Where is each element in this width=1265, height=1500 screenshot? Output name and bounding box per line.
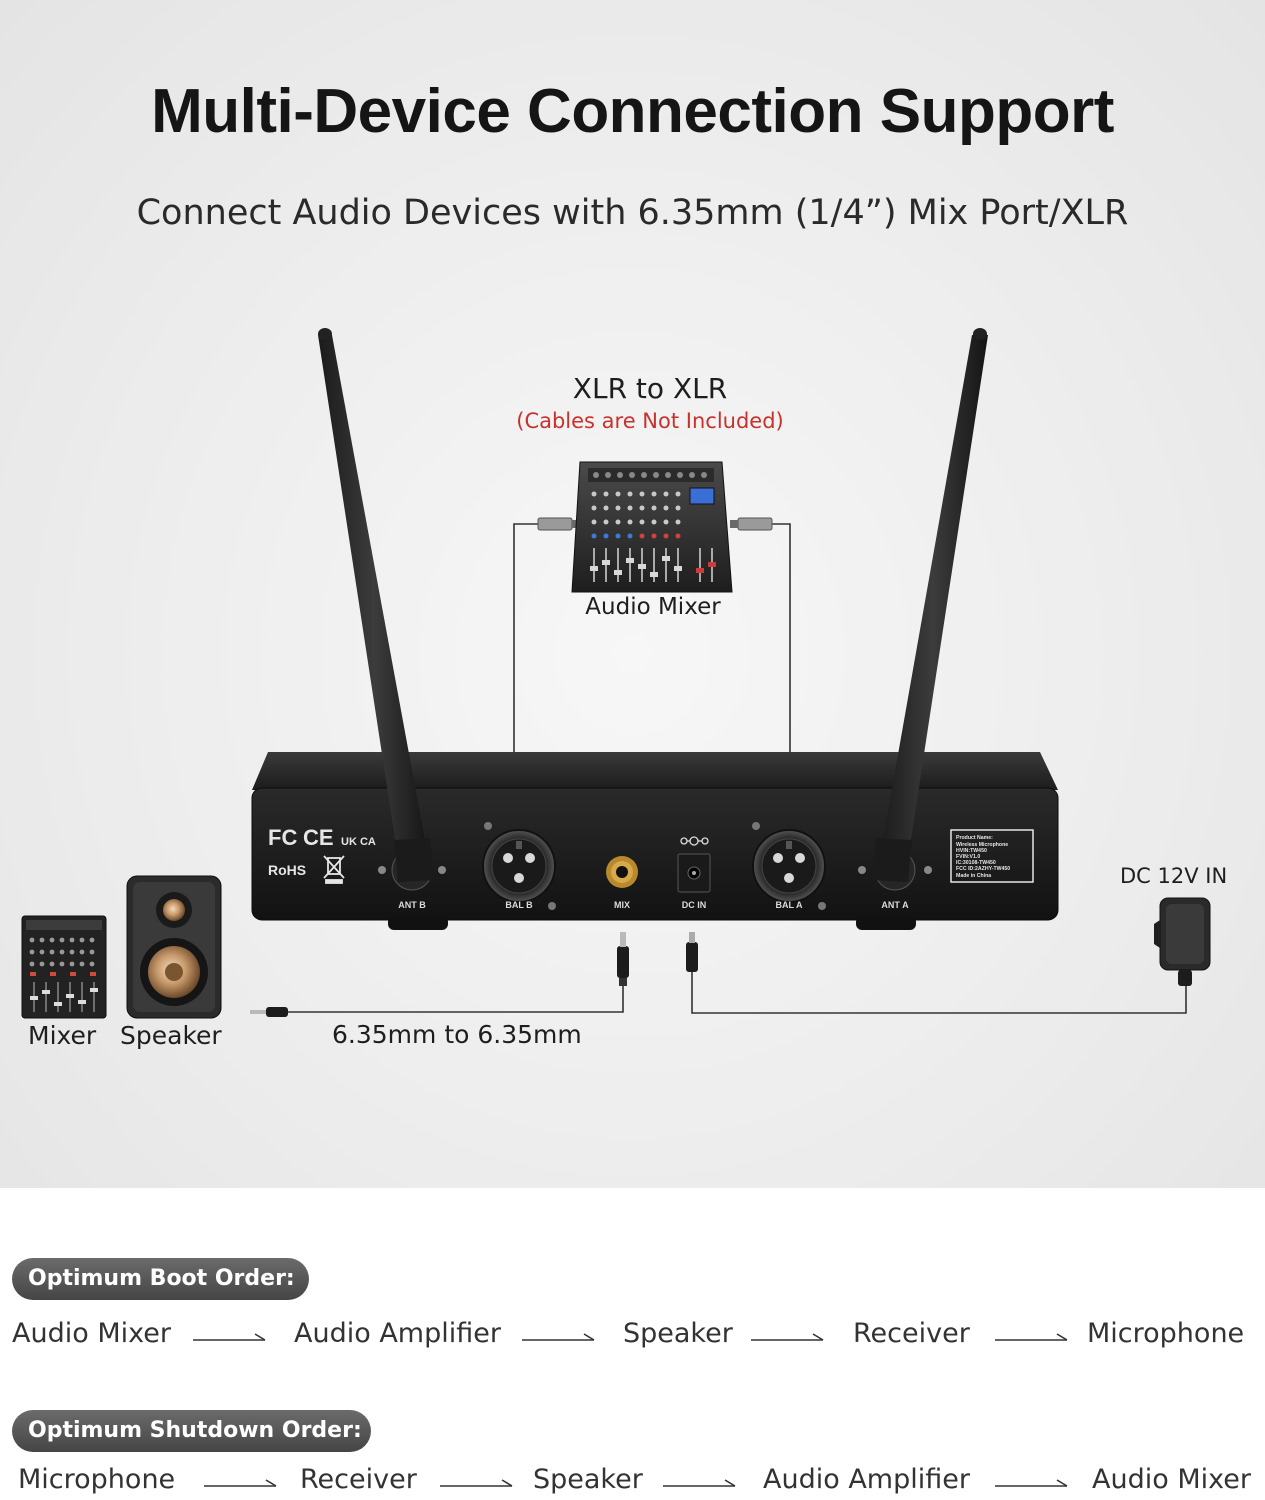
boot-step-4: Receiver [853, 1318, 970, 1349]
boot-order-badge: Optimum Boot Order: [12, 1258, 309, 1300]
svg-text:Wireless Microphone: Wireless Microphone [956, 842, 1008, 848]
shutdown-order-badge: Optimum Shutdown Order: [12, 1410, 371, 1452]
power-adapter-image [1154, 897, 1211, 986]
bal-b-xlr-port [482, 822, 556, 910]
mix-jack-port [606, 856, 638, 888]
arrow-right-icon [995, 1333, 1068, 1341]
boot-order-sequence: Audio Mixer Audio Amplifier Speaker Rece… [0, 1318, 1265, 1358]
page-title: Multi-Device Connection Support [151, 77, 1114, 146]
svg-text:IC:30108-TW450: IC:30108-TW450 [956, 860, 996, 866]
shutdown-step-2: Receiver [300, 1464, 417, 1495]
receiver-unit: FC CE UK CA RoHS [251, 752, 1059, 930]
speaker-image [126, 875, 222, 1019]
arrow-right-icon [193, 1333, 266, 1341]
boot-step-2: Audio Amplifier [294, 1318, 501, 1349]
ce-mark: CE [303, 825, 334, 850]
xlr-plug-left [537, 517, 580, 531]
speaker-label: Speaker [120, 1021, 222, 1050]
antenna-b [318, 328, 436, 882]
svg-text:Made in China: Made in China [956, 873, 991, 879]
port-label-ant-a: ANT A [881, 900, 909, 910]
arrow-right-icon [751, 1333, 824, 1341]
rubber-foot-left [388, 916, 448, 930]
dc-in-label: DC 12V IN [1120, 864, 1228, 888]
arrow-right-icon [440, 1479, 513, 1487]
small-mixer-image [21, 915, 107, 1019]
antenna-a [870, 328, 988, 882]
shutdown-order-sequence: Microphone Receiver Speaker Audio Amplif… [0, 1464, 1265, 1500]
ukca-mark: UK CA [341, 836, 376, 848]
shutdown-step-4: Audio Amplifier [763, 1464, 970, 1495]
port-label-mix: MIX [614, 900, 630, 910]
quarter-inch-cable-label: 6.35mm to 6.35mm [332, 1020, 582, 1049]
xlr-plug-right [730, 517, 773, 531]
svg-text:HVIN:TW450: HVIN:TW450 [956, 848, 987, 854]
weee-bin-icon [323, 855, 345, 884]
port-label-bal-a: BAL A [776, 900, 804, 910]
mixer-label: Mixer [28, 1021, 97, 1050]
port-label-ant-b: ANT B [398, 900, 426, 910]
boot-step-5: Microphone [1087, 1318, 1245, 1349]
boot-step-1: Audio Mixer [12, 1318, 171, 1349]
audio-mixer-image [571, 461, 733, 593]
shutdown-step-5: Audio Mixer [1092, 1464, 1251, 1495]
svg-text:Product Name:: Product Name: [956, 835, 993, 841]
shutdown-step-3: Speaker [533, 1464, 643, 1495]
shutdown-step-1: Microphone [18, 1464, 176, 1495]
fcc-mark: FC [268, 825, 297, 850]
port-label-bal-b: BAL B [505, 900, 533, 910]
rohs-mark: RoHS [268, 862, 306, 878]
bal-a-xlr-port [752, 822, 826, 910]
arrow-right-icon [522, 1333, 595, 1341]
dc-in-port [677, 836, 711, 893]
audio-mixer-label: Audio Mixer [585, 594, 721, 620]
quarter-inch-cable [250, 932, 629, 1017]
svg-text:FCC ID:2AZHY-TW450: FCC ID:2AZHY-TW450 [956, 866, 1010, 872]
svg-text:FVIN:V1.0: FVIN:V1.0 [956, 854, 980, 860]
xlr-to-xlr-label: XLR to XLR [572, 372, 728, 405]
rubber-foot-right [856, 916, 916, 930]
boot-step-3: Speaker [623, 1318, 733, 1349]
arrow-right-icon [204, 1479, 277, 1487]
dc-power-cable [686, 932, 1187, 1014]
arrow-right-icon [663, 1479, 736, 1487]
page-subtitle: Connect Audio Devices with 6.35mm (1/4”)… [136, 193, 1129, 233]
cables-not-included-note: (Cables are Not Included) [516, 409, 784, 433]
arrow-right-icon [995, 1479, 1068, 1487]
port-label-dc-in: DC IN [682, 900, 707, 910]
product-info-label: Product Name: Wireless Microphone HVIN:T… [950, 829, 1034, 883]
connection-diagram: FC CE UK CA RoHS [21, 328, 1211, 1019]
